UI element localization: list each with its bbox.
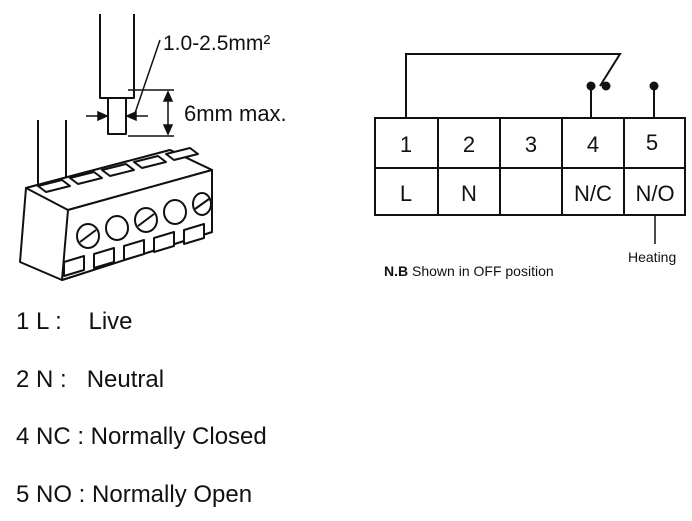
position-note: N.B Shown in OFF position	[384, 263, 554, 279]
heating-label: Heating	[628, 249, 676, 265]
wire-cross-section-label: 1.0-2.5mm²	[163, 32, 270, 55]
position-note-bold: N.B	[384, 263, 408, 279]
terminal-label-4: N/C	[574, 181, 612, 206]
legend-neutral: 2 N : Neutral	[16, 366, 165, 393]
wire-openings	[37, 147, 199, 193]
terminal-label-1: L	[400, 181, 412, 206]
terminal-labels: L N N/C N/O	[400, 181, 675, 206]
terminal-label-5: N/O	[635, 181, 674, 206]
terminal-number-2: 2	[463, 132, 475, 157]
terminal-table	[374, 117, 686, 216]
terminal-numbers: 1 2 3 4 5	[400, 130, 658, 157]
relay-contacts	[586, 81, 659, 91]
terminal-block-illustration	[19, 14, 213, 281]
legend-normally-open: 5 NO : Normally Open	[16, 481, 253, 508]
terminal-number-1: 1	[400, 132, 412, 157]
terminal-base-slots	[63, 223, 205, 277]
strip-length-dimension	[86, 39, 174, 137]
terminal-label-2: N	[461, 181, 477, 206]
position-note-text: Shown in OFF position	[408, 263, 554, 279]
legend-normally-closed: 4 NC : Normally Closed	[16, 423, 267, 450]
relay-wiring	[405, 53, 655, 118]
terminal-screws	[76, 192, 212, 249]
legend-live: 1 L : Live	[16, 308, 133, 335]
terminal-number-4: 4	[587, 132, 599, 157]
terminal-number-3: 3	[525, 132, 537, 157]
wire-insulation	[99, 14, 135, 99]
wire-conductor	[107, 97, 127, 135]
terminal-number-5: 5	[646, 130, 658, 155]
strip-length-label: 6mm max.	[184, 101, 287, 126]
